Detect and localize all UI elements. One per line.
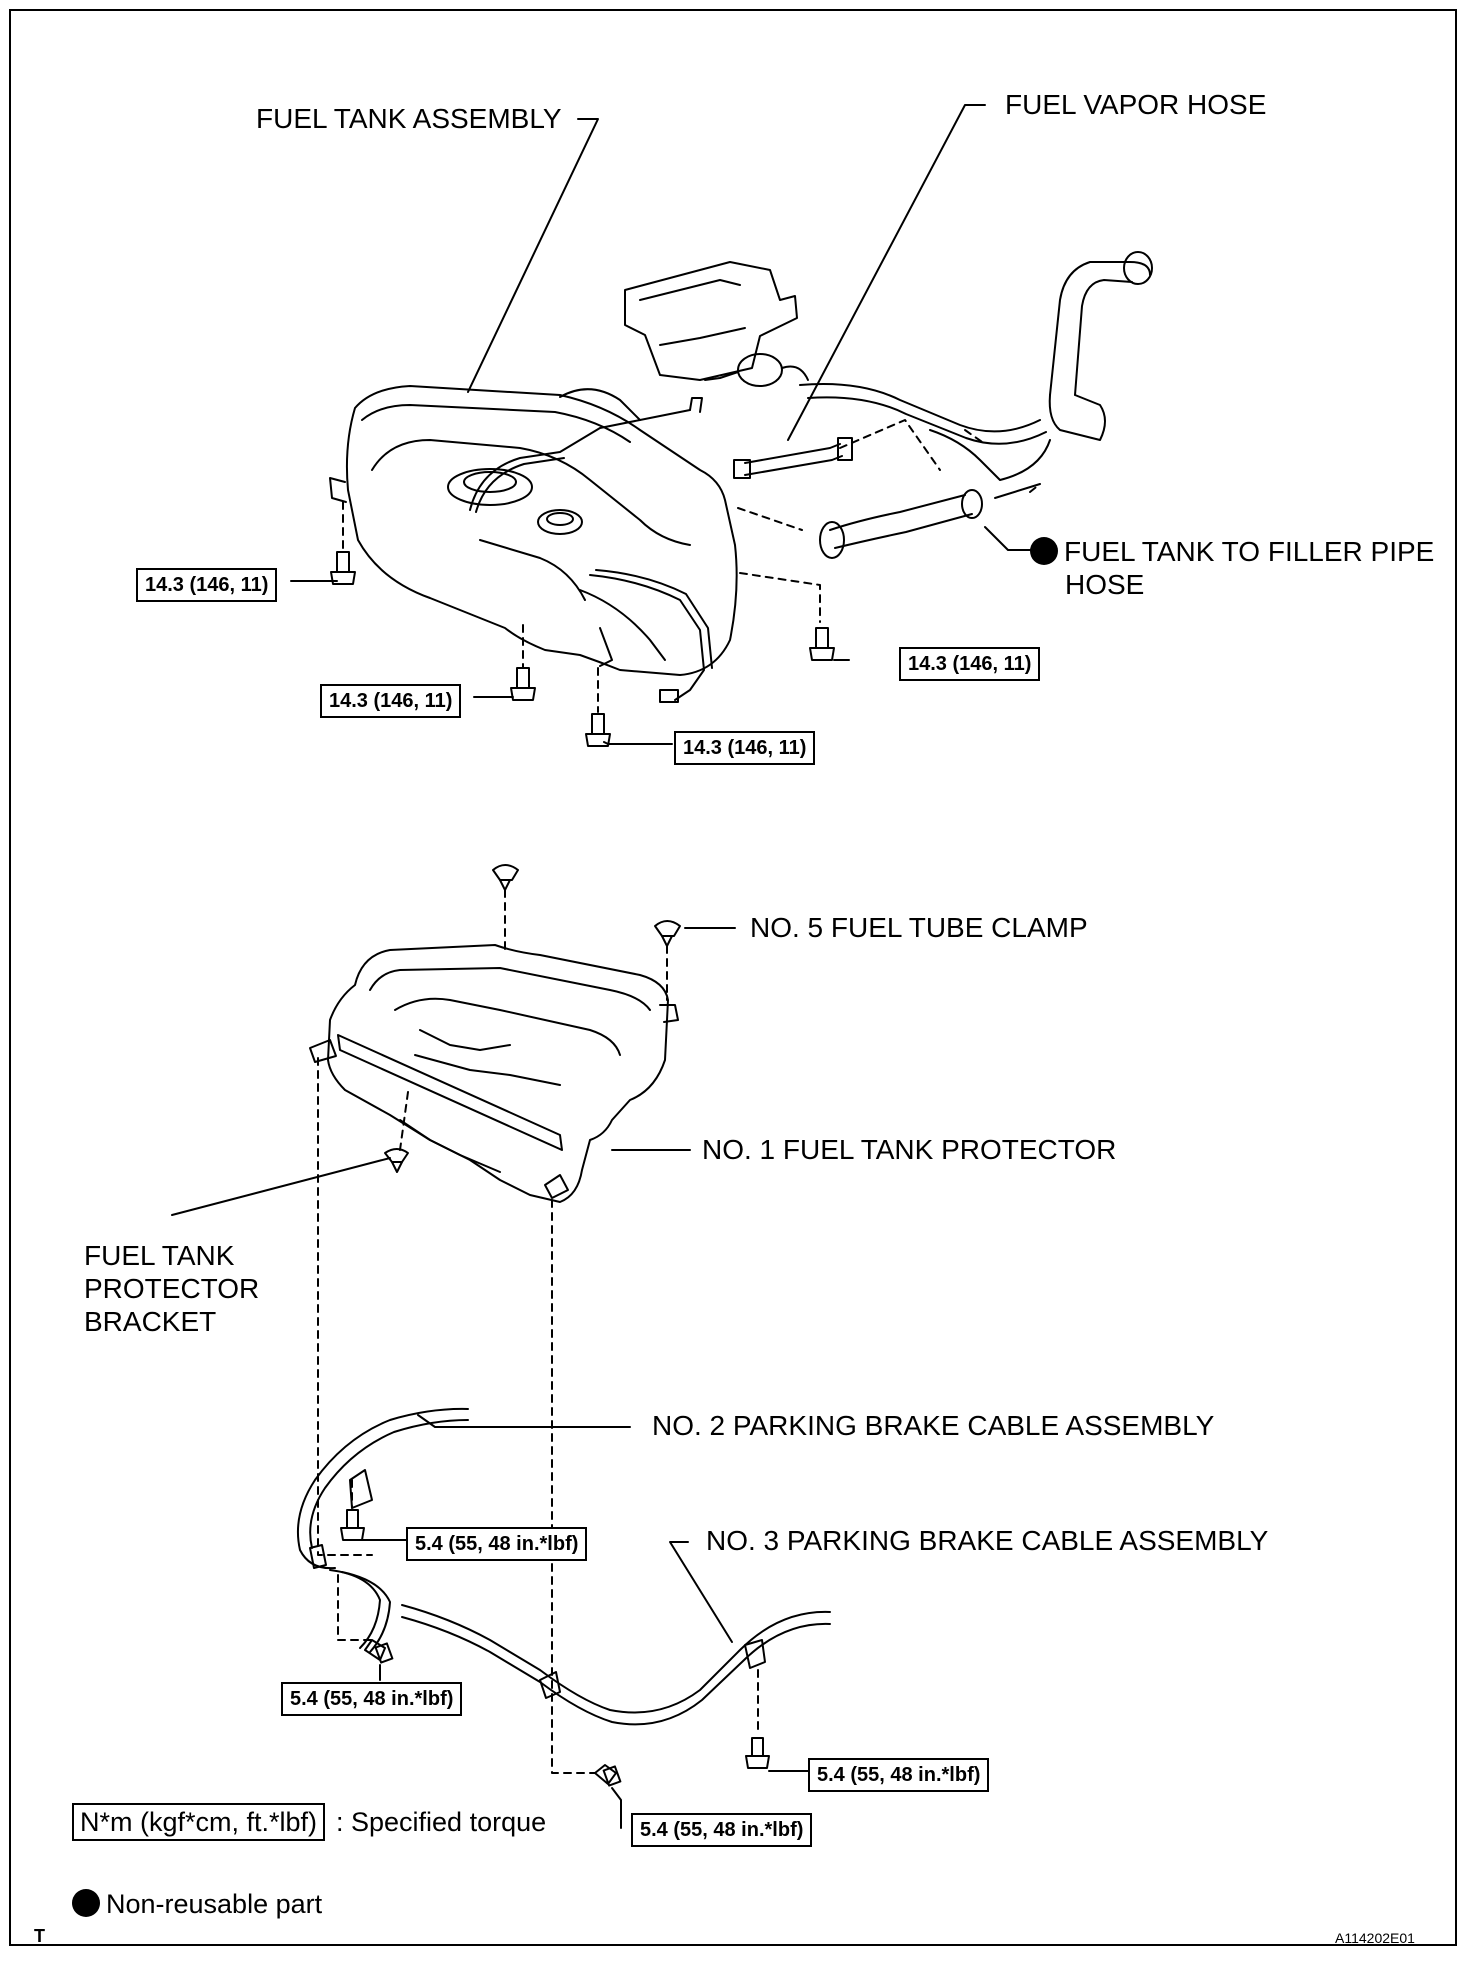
filler-pipe-drawing (799, 251, 1153, 481)
fuel-vapor-hose-drawing (733, 437, 853, 479)
cable-dashed-guides (351, 1479, 759, 1736)
corner-mark: T (34, 1926, 45, 1946)
label-filler-pipe-hose: FUEL TANK TO FILLER PIPE (1030, 536, 1434, 568)
cable-leader-lines (361, 1414, 809, 1829)
torque-box-cable-upper: 5.4 (55, 48 in.*lbf) (406, 1527, 588, 1561)
legend-non-reusable: Non-reusable part (72, 1888, 322, 1920)
torque-box-tank-bottom-center: 14.3 (146, 11) (674, 731, 816, 765)
label-protector-bracket-line2: PROTECTOR (84, 1273, 260, 1304)
tank-dashed-guides (342, 419, 1041, 713)
non-reusable-dot-icon (1030, 537, 1058, 565)
torque-box-tank-right: 14.3 (146, 11) (899, 647, 1041, 681)
protector-dashed-guides (317, 889, 668, 1774)
label-no2-parking-brake-cable: NO. 2 PARKING BRAKE CABLE ASSEMBLY (652, 1410, 1215, 1441)
tank-leader-lines (290, 104, 1033, 745)
fuel-tank-drawing (329, 385, 738, 676)
non-reusable-legend-dot-icon (72, 1889, 100, 1917)
label-fuel-vapor-hose: FUEL VAPOR HOSE (1005, 89, 1267, 120)
label-no3-parking-brake-cable: NO. 3 PARKING BRAKE CABLE ASSEMBLY (706, 1525, 1269, 1556)
torque-box-tank-left: 14.3 (146, 11) (136, 568, 278, 602)
torque-box-cable-right: 5.4 (55, 48 in.*lbf) (808, 1758, 990, 1792)
legend-torque-unit-box: N*m (kgf*cm, ft.*lbf) (72, 1803, 326, 1841)
legend-non-reusable-text: Non-reusable part (106, 1889, 323, 1919)
label-protector-bracket-line3: BRACKET (84, 1306, 217, 1337)
torque-box-tank-bottom-left: 14.3 (146, 11) (320, 684, 462, 718)
parking-brake-cables-drawing (296, 1407, 831, 1726)
figure-id: A114202E01 (1335, 1930, 1415, 1946)
fuel-lines (469, 397, 713, 703)
torque-box-cable-bottom: 5.4 (55, 48 in.*lbf) (631, 1813, 813, 1847)
label-no5-fuel-tube-clamp: NO. 5 FUEL TUBE CLAMP (750, 912, 1088, 943)
fuel-tank-protector-drawing (309, 944, 679, 1203)
label-protector-bracket-line1: FUEL TANK (84, 1240, 235, 1271)
canister-bracket-drawing (624, 261, 809, 387)
torque-box-cable-left: 5.4 (55, 48 in.*lbf) (281, 1682, 463, 1716)
figure-frame (9, 9, 1457, 1946)
label-no1-fuel-tank-protector: NO. 1 FUEL TANK PROTECTOR (702, 1134, 1117, 1165)
legend-torque-text: : Specified torque (336, 1807, 547, 1837)
filler-pipe-hose-drawing (819, 483, 1041, 559)
tube-clamps (384, 864, 681, 1173)
label-filler-pipe-hose-line2: HOSE (1065, 569, 1145, 600)
label-filler-pipe-hose-line1: FUEL TANK TO FILLER PIPE (1064, 536, 1435, 567)
protector-leader-lines (171, 927, 736, 1216)
label-fuel-tank-assembly: FUEL TANK ASSEMBLY (256, 103, 562, 134)
